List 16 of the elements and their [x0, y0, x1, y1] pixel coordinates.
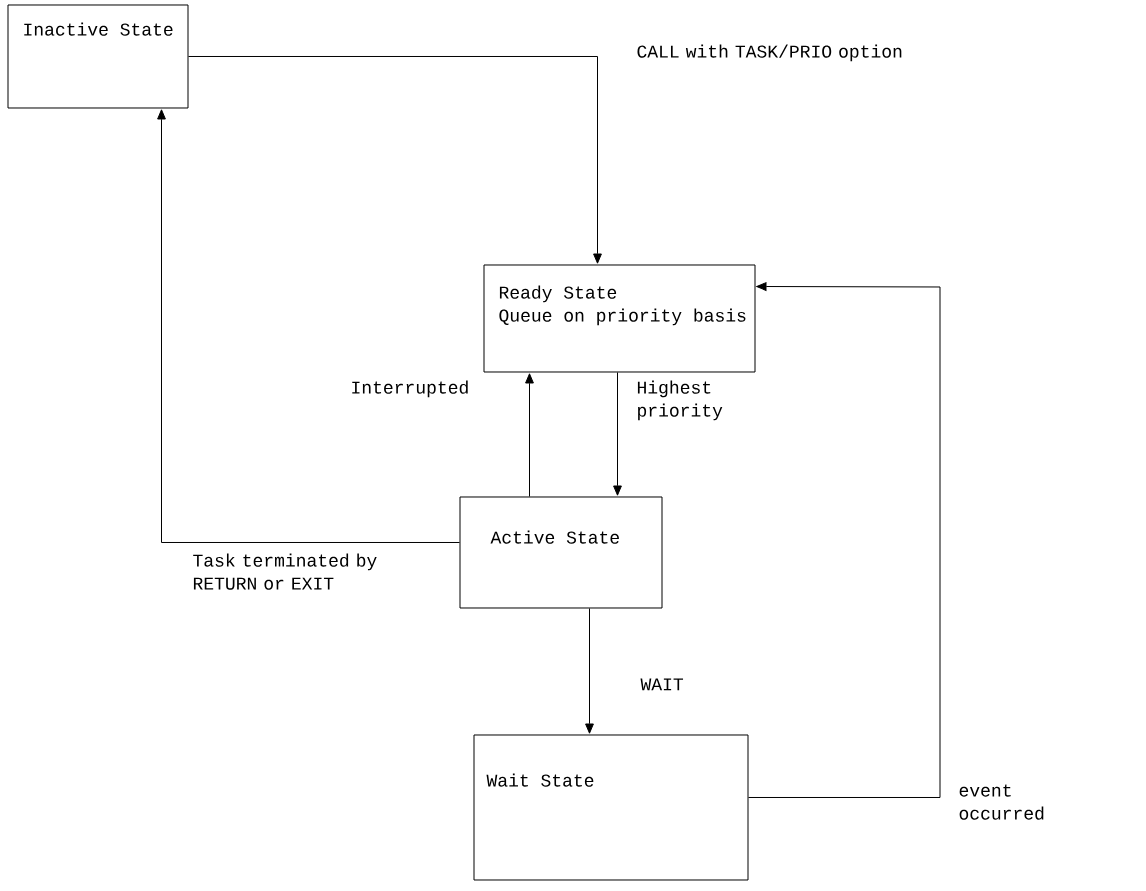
edge-label: event occurred: [959, 784, 1044, 820]
state-box: Ready State Queue on priority basis: [483, 264, 756, 373]
arrow: [157, 109, 460, 543]
arrow: [585, 608, 594, 734]
arrow: [525, 373, 534, 497]
state-box: Wait State: [473, 734, 749, 881]
edge-label: Interrupted: [352, 380, 468, 398]
edge-label: Highest priority: [637, 380, 723, 421]
edge-label: Task terminated by RETURN or EXIT: [193, 553, 377, 590]
arrow: [748, 282, 941, 798]
arrow: [188, 56, 602, 264]
state-box: Inactive State: [7, 4, 189, 109]
arrow: [613, 372, 622, 496]
state-box: Active State: [459, 496, 663, 609]
edge-label: WAIT: [640, 678, 684, 691]
edge-label: CALL with TASK/PRIO option: [637, 44, 902, 62]
